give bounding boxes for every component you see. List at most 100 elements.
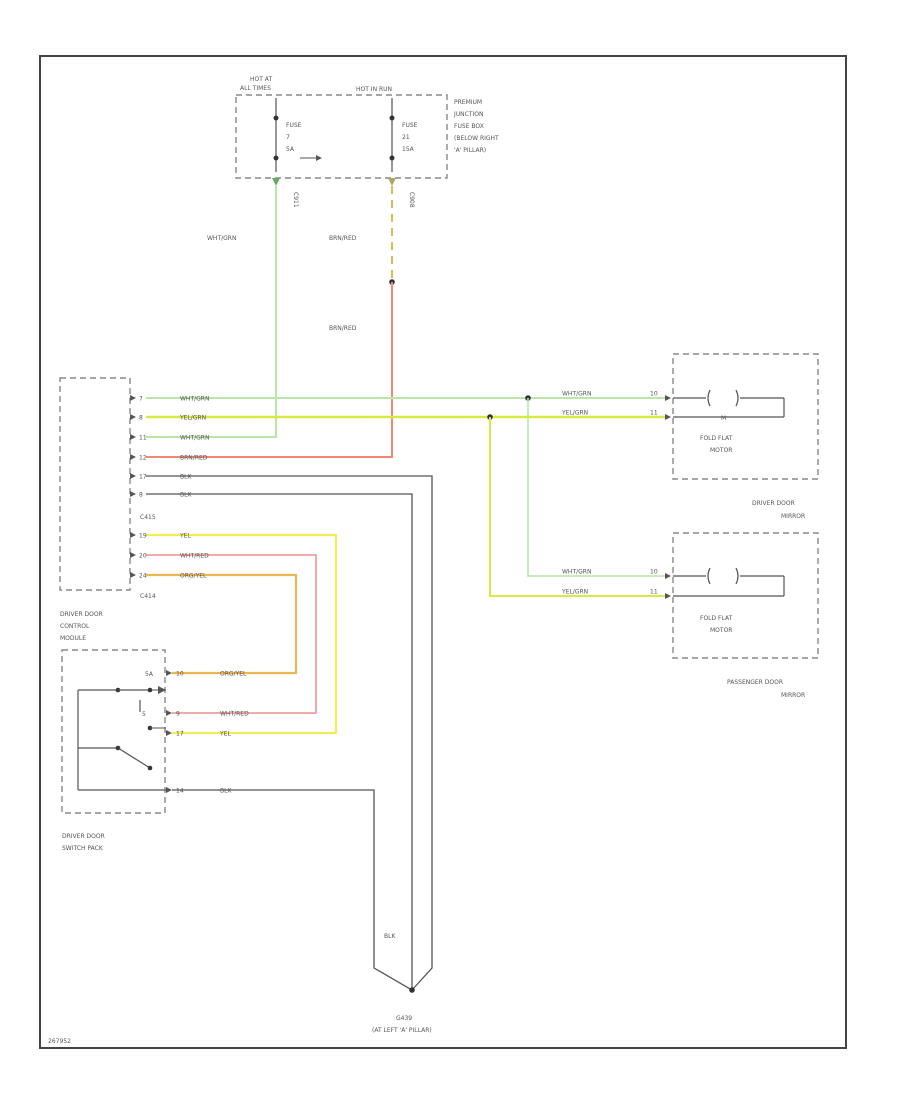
module-pin-number: 17 <box>139 474 147 481</box>
module-pin-arrow <box>130 572 136 578</box>
driver-mirror-title-2: MIRROR <box>781 513 805 520</box>
module-pin-wire-label: WHT/GRN <box>180 435 209 442</box>
switch-pack-title-2: SWITCH PACK <box>62 845 104 852</box>
hot-at-label: HOT AT <box>250 76 272 83</box>
switch-pin-wire-label: YEL <box>219 731 231 738</box>
connector-c908-label: C908 <box>408 192 415 208</box>
connector-c911-label: C911 <box>292 192 299 208</box>
driver-mirror-motor-label-2: MOTOR <box>710 447 732 454</box>
wire-org-yel <box>146 573 298 675</box>
module-pin-number: 11 <box>139 435 147 442</box>
fuse-box-desc-1: PREMIUM <box>454 99 482 106</box>
module-pin-arrow <box>130 473 136 479</box>
mirror-pin-number: 11 <box>650 589 658 596</box>
mirror-pin-arrow <box>665 414 671 420</box>
module-pin-arrow <box>130 414 136 420</box>
module-pin-number: 8 <box>139 492 143 499</box>
module-pin-arrow <box>130 395 136 401</box>
connector-c415-label: C415 <box>140 514 156 521</box>
wire-brn-red <box>146 282 393 458</box>
wire-wht-grn-feed <box>146 186 277 438</box>
fuse-21-number: 21 <box>402 134 410 141</box>
passenger-mirror-motor-label-1: FOLD FLAT <box>700 615 733 622</box>
module-pin-wire-label: YEL <box>179 533 191 540</box>
diagram-frame <box>39 55 847 1049</box>
switch-pin-wire-label: WHT/RED <box>220 711 249 718</box>
module-pin-arrow <box>130 454 136 460</box>
wire-label-blk: BLK <box>384 933 396 940</box>
switch-contact-5: 5 <box>142 711 146 718</box>
switch-contact-5a: 5A <box>145 671 154 678</box>
passenger-mirror-title-1: PASSENGER DOOR <box>727 679 783 686</box>
fuse-21-amp: 15A <box>402 146 415 153</box>
fuse-7 <box>273 98 322 172</box>
passenger-mirror-motor-symbol <box>673 567 785 597</box>
control-module-title-2: CONTROL <box>60 623 90 630</box>
driver-mirror-motor-m: M <box>721 415 726 422</box>
wire-wht-grn-passenger-mirror <box>527 398 665 577</box>
module-pin-wire-label: BLK <box>180 492 192 499</box>
fuse-box-desc-4: (BELOW RIGHT <box>454 135 499 142</box>
module-pin-arrow <box>130 552 136 558</box>
fuse-box-desc-5: 'A' PILLAR) <box>454 147 486 154</box>
module-pin-wire-label: WHT/GRN <box>180 396 209 403</box>
figure-id: 267952 <box>48 1038 71 1045</box>
mirror-pin-arrow <box>665 395 671 401</box>
driver-mirror-outline <box>672 353 819 480</box>
wire-yel <box>146 533 338 735</box>
wire-wht-red <box>146 554 317 714</box>
driver-mirror-title-1: DRIVER DOOR <box>752 500 795 507</box>
module-pin-wire-label: ORG/YEL <box>180 573 207 580</box>
wire-blk-pin8 <box>146 493 413 990</box>
passenger-mirror-motor-label-2: MOTOR <box>710 627 732 634</box>
wire-blk-pin17 <box>146 475 433 991</box>
module-pin-arrow <box>130 532 136 538</box>
ground-id-label: G439 <box>396 1015 412 1022</box>
all-times-label: ALL TIMES <box>240 85 271 92</box>
ground-location-label: (AT LEFT 'A' PILLAR) <box>372 1027 432 1034</box>
mirror-pin-arrow <box>665 593 671 599</box>
switch-pin-wire-label: BLK <box>220 788 232 795</box>
fuse-box-outline <box>235 94 448 179</box>
switch-pin-wire-label: ORG/YEL <box>220 671 247 678</box>
wire-yel-grn-passenger-mirror <box>489 417 665 597</box>
switch-pack-title-1: DRIVER DOOR <box>62 833 105 840</box>
wire-blk-switch <box>172 789 413 991</box>
module-pin-wire-label: YEL/GRN <box>179 415 206 422</box>
module-pin-number: 8 <box>139 415 143 422</box>
module-pin-wire-label: BLK <box>180 474 192 481</box>
ground-g439 <box>409 987 415 993</box>
module-pin-number: 19 <box>139 533 147 540</box>
mirror-pin-arrow <box>665 573 671 579</box>
module-pin-wire-label: BRN/RED <box>180 455 208 462</box>
switch-pin-number: 17 <box>176 731 184 738</box>
control-module-outline <box>59 377 131 591</box>
control-module-title-1: DRIVER DOOR <box>60 611 103 618</box>
switch-pack-outline <box>61 649 166 814</box>
fuse-7-number: 7 <box>286 134 290 141</box>
fuse-21-title: FUSE <box>402 122 418 129</box>
passenger-mirror-title-2: MIRROR <box>781 692 805 699</box>
switch-contacts <box>77 686 166 791</box>
driver-mirror-motor-label-1: FOLD FLAT <box>700 435 733 442</box>
driver-mirror-motor-symbol <box>673 389 785 418</box>
mirror-wire-label: YEL/GRN <box>561 589 588 596</box>
connector-c908-arrow <box>388 178 396 186</box>
switch-pin-arrow <box>166 710 172 716</box>
module-pin-number: 20 <box>139 553 147 560</box>
passenger-mirror-outline <box>672 532 819 659</box>
module-pin-arrow <box>130 434 136 440</box>
switch-pin-number: 9 <box>176 711 180 718</box>
fuse-7-title: FUSE <box>286 122 302 129</box>
module-pin-arrow <box>130 491 136 497</box>
wire-label-wht-grn: WHT/GRN <box>207 235 236 242</box>
mirror-pin-number: 10 <box>650 391 658 398</box>
mirror-wire-label: YEL/GRN <box>561 410 588 417</box>
module-pin-number: 7 <box>139 396 143 403</box>
switch-pin-arrow <box>166 730 172 736</box>
fuse-7-amp: 5A <box>286 146 295 153</box>
